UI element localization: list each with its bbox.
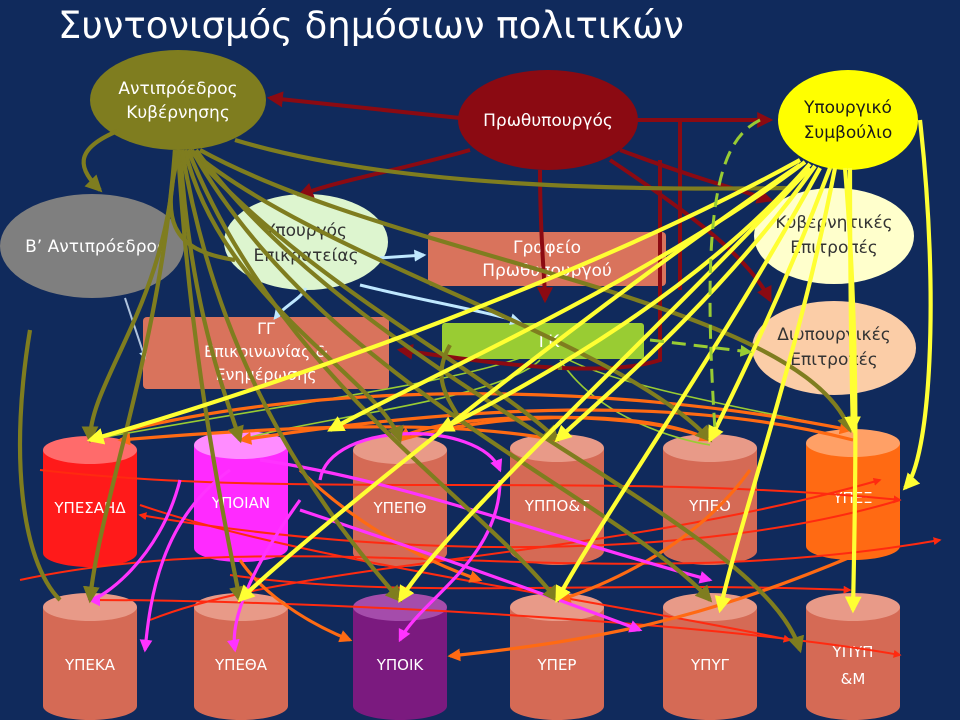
ministry-yper-label: ΥΠΕΡ xyxy=(537,656,577,674)
node-vice-pm: Αντιπρόεδρος Κυβέρνησης xyxy=(90,50,266,150)
node-vice-pm-line2: Κυβέρνησης xyxy=(126,103,230,123)
connectors-yellow xyxy=(86,119,933,614)
ministry-ypepth-label: ΥΠΕΠΘ xyxy=(372,499,426,517)
slide-title: Συντονισμός δημόσιων πολιτικών xyxy=(58,4,684,47)
connectors-dashed-green xyxy=(649,118,761,431)
ministry-ypeka-label: ΥΠΕΚΑ xyxy=(64,656,116,674)
node-b-vice: Β’ Αντιπρόεδρος xyxy=(0,194,184,298)
ministry-ypepth: ΥΠΕΠΘ xyxy=(353,436,447,567)
ministry-ypeo: ΥΠΕΟ xyxy=(663,434,757,565)
node-pm: Πρωθυπουργός xyxy=(458,70,638,170)
ministry-ypoian-label: ΥΠΟΙΑΝ xyxy=(211,494,270,512)
node-pm-label: Πρωθυπουργός xyxy=(483,111,613,131)
node-gg-line2: Επικοινωνίας & xyxy=(204,342,328,361)
ministry-ypyp-m: ΥΠΥΠ &Μ xyxy=(806,593,900,720)
ministry-ypetha-label: ΥΠΕΘΑ xyxy=(214,656,268,674)
connectors-magenta xyxy=(87,432,713,653)
node-inter-committees-line2: Επιτροπές xyxy=(790,350,878,370)
ministry-ypoik: ΥΠΟΙΚ xyxy=(353,593,447,720)
ministry-ypex-label: ΥΠΕΞ xyxy=(832,489,872,507)
connectors-darkred xyxy=(266,91,774,371)
node-pm-office-line1: Γραφείο xyxy=(513,238,581,258)
ministry-ypoik-label: ΥΠΟΙΚ xyxy=(376,656,425,674)
ministry-ypesaid: ΥΠΕΣΑΗΔ xyxy=(43,436,137,567)
node-b-vice-label: Β’ Αντιπρόεδρος xyxy=(25,237,167,257)
node-vice-pm-line1: Αντιπρόεδρος xyxy=(118,79,237,99)
node-inter-committees: Διυπουργικές Επιτροπές xyxy=(752,301,916,395)
ministry-ypeo-label: ΥΠΕΟ xyxy=(688,497,731,515)
ministry-ypesaid-label: ΥΠΕΣΑΗΔ xyxy=(53,499,126,517)
ministry-ypyg: ΥΠΥΓ xyxy=(663,593,757,720)
connectors-orange xyxy=(89,392,854,662)
node-cabinet-line1: Υπουργικό xyxy=(803,98,892,118)
ministry-ypetha: ΥΠΕΘΑ xyxy=(194,593,288,720)
ministry-yppot-label: ΥΠΠΟ&Τ xyxy=(524,497,590,515)
node-gg-line3: Ενημέρωσης xyxy=(215,365,316,384)
node-cabinet: Υπουργικό Συμβούλιο xyxy=(778,70,918,170)
node-gg-line1: ΓΓ xyxy=(257,319,275,338)
ministry-ypyg-label: ΥΠΥΓ xyxy=(690,656,730,674)
ministry-ypeka: ΥΠΕΚΑ xyxy=(43,593,137,720)
ministry-yppot: ΥΠΠΟ&Τ xyxy=(510,434,604,565)
node-gk: ΓΚ xyxy=(442,323,644,359)
connectors-olive xyxy=(17,128,853,654)
ministry-ypyp-m-label-2: &Μ xyxy=(841,670,866,688)
node-cabinet-line2: Συμβούλιο xyxy=(804,123,893,143)
ministry-ypyp-m-label: ΥΠΥΠ xyxy=(832,643,874,661)
node-gov-committees-line2: Επιτροπές xyxy=(790,238,878,258)
node-inter-committees-line1: Διυπουργικές xyxy=(777,325,890,345)
